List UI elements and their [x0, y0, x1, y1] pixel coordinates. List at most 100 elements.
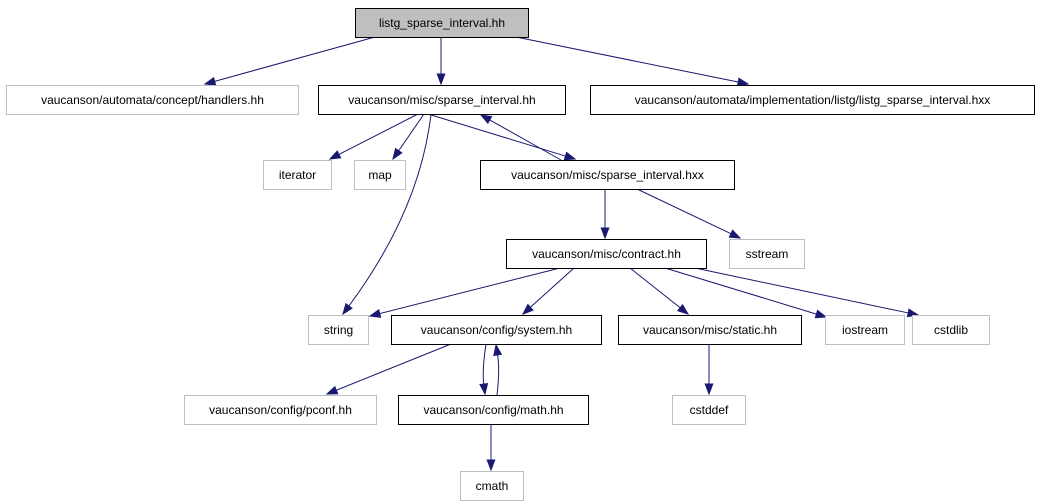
node-cstdlib: cstdlib [912, 315, 990, 345]
edge-line [515, 36, 739, 83]
edge-line [489, 119, 562, 161]
node-box [506, 239, 707, 269]
node-box [729, 239, 805, 269]
edge-arrowhead [436, 73, 446, 86]
node-label: vaucanson/misc/contract.hh [532, 247, 681, 261]
edge-sparse-to-sparsehxx [427, 113, 577, 161]
edge-arrowhead [600, 227, 610, 240]
node-box [184, 395, 377, 425]
node-label: iterator [279, 168, 316, 182]
node-box [912, 315, 990, 345]
node-sparsehxx[interactable]: vaucanson/misc/sparse_interval.hxx [480, 160, 735, 190]
edge-root-to-handlers [203, 36, 376, 86]
edge-math-to-system [493, 343, 503, 396]
node-root[interactable]: listg_sparse_interval.hh [355, 8, 529, 38]
node-box [460, 471, 524, 501]
edge-arrowhead [486, 459, 496, 472]
node-label: cmath [476, 479, 509, 493]
edge-arrowhead [563, 151, 577, 161]
node-box [318, 85, 566, 115]
node-box [354, 160, 406, 190]
node-box [308, 315, 369, 345]
node-pconf: vaucanson/config/pconf.hh [184, 395, 377, 425]
edge-arrowhead [342, 302, 353, 316]
node-label: vaucanson/misc/static.hh [643, 323, 777, 337]
node-box [263, 160, 332, 190]
edge-arrowhead [736, 77, 750, 87]
node-static[interactable]: vaucanson/misc/static.hh [618, 315, 802, 345]
edge-line [636, 188, 732, 235]
node-label: cstddef [690, 403, 729, 417]
node-string: string [308, 315, 369, 345]
node-box [825, 315, 905, 345]
edge-line [336, 343, 452, 391]
edge-arrowhead [521, 303, 534, 315]
node-system[interactable]: vaucanson/config/system.hh [391, 315, 602, 345]
edge-line [338, 113, 419, 155]
node-label: iostream [842, 323, 888, 337]
node-label: vaucanson/config/math.hh [423, 403, 563, 417]
edge-line [427, 113, 566, 157]
node-label: vaucanson/misc/sparse_interval.hh [348, 93, 535, 107]
edge-arrowhead [328, 150, 342, 160]
edge-arrowhead [479, 114, 493, 125]
edge-line [496, 354, 500, 396]
edge-root-to-listghxx [515, 36, 750, 87]
edge-line [530, 267, 575, 308]
edge-system-to-pconf [325, 343, 452, 395]
node-label: vaucanson/config/system.hh [421, 323, 572, 337]
node-box [355, 8, 529, 38]
node-label: vaucanson/misc/sparse_interval.hxx [511, 168, 704, 182]
node-box [590, 85, 1035, 115]
edge-contract-to-cstdlib [694, 267, 920, 318]
node-contract[interactable]: vaucanson/misc/contract.hh [506, 239, 707, 269]
edge-contract-to-system [521, 267, 575, 315]
node-iostream: iostream [825, 315, 905, 345]
node-cstddef: cstddef [672, 395, 746, 425]
edge-sparse-to-iterator [328, 113, 419, 160]
nodes-layer: listg_sparse_interval.hh vaucanson/automa… [6, 8, 1035, 501]
node-cmath: cmath [460, 471, 524, 501]
node-label: vaucanson/config/pconf.hh [209, 403, 352, 417]
edge-contract-to-static [629, 267, 690, 315]
node-box [391, 315, 602, 345]
edge-arrowhead [728, 229, 742, 239]
edge-line [398, 113, 425, 152]
edge-line [214, 36, 376, 82]
node-box [6, 85, 299, 115]
node-iterator: iterator [263, 160, 332, 190]
node-label: listg_sparse_interval.hh [379, 16, 505, 30]
edge-system-to-math [479, 343, 489, 396]
node-label: vaucanson/automata/concept/handlers.hh [41, 93, 264, 107]
edge-arrowhead [325, 385, 339, 395]
node-box [618, 315, 802, 345]
edge-line [348, 113, 432, 307]
edge-line [629, 267, 681, 309]
node-label: string [324, 323, 353, 337]
edge-arrowhead [203, 76, 217, 86]
node-label: sstream [746, 247, 789, 261]
node-label: map [368, 168, 392, 182]
edge-arrowhead [493, 343, 503, 357]
edge-line [379, 267, 561, 315]
edge-arrowhead [479, 383, 489, 396]
node-sparse[interactable]: vaucanson/misc/sparse_interval.hh [318, 85, 566, 115]
edge-line [482, 343, 487, 385]
node-box [480, 160, 735, 190]
node-listghxx[interactable]: vaucanson/automata/implementation/listg/… [590, 85, 1035, 115]
node-math[interactable]: vaucanson/config/math.hh [398, 395, 589, 425]
node-box [672, 395, 746, 425]
edge-line [664, 267, 817, 315]
edge-contract-to-string [368, 267, 561, 318]
edge-arrowhead [814, 309, 828, 319]
edge-arrowhead [368, 309, 382, 318]
node-box [398, 395, 589, 425]
node-label: vaucanson/automata/implementation/listg/… [635, 93, 991, 107]
edge-sparsehxx-to-sstream [636, 188, 742, 239]
edge-sparsehxx-to-contract [600, 189, 610, 240]
edge-arrowhead [392, 147, 403, 161]
edge-arrowhead [704, 383, 714, 396]
edges-layer [203, 36, 920, 472]
edge-sparse-to-map [392, 113, 425, 161]
